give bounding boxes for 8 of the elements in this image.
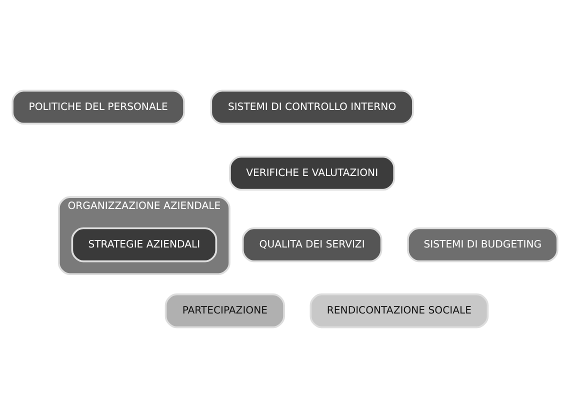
node-box: QUALITA DEI SERVIZI [242, 227, 382, 262]
node-box: RENDICONTAZIONE SOCIALE [310, 293, 489, 328]
node-box: SISTEMI DI BUDGETING [407, 227, 558, 262]
node-box: PARTECIPAZIONE [164, 293, 285, 328]
node-box: SISTEMI DI CONTROLLO INTERNO [210, 90, 414, 125]
node-box: VERIFICHE E VALUTAZIONI [229, 156, 396, 191]
node-box: POLITICHE DEL PERSONALE [12, 90, 186, 125]
node-box: STRATEGIE AZIENDALI [71, 227, 218, 262]
